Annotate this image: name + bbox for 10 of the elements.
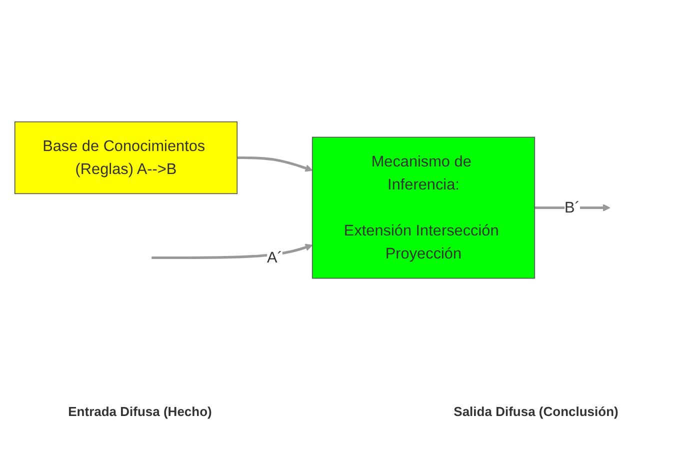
caption-text: Salida Difusa (Conclusión) bbox=[452, 404, 620, 419]
edge-label: B´ bbox=[564, 198, 580, 216]
caption-text: Entrada Difusa (Hecho) bbox=[67, 404, 213, 419]
arrow bbox=[237, 156, 313, 172]
arrow bbox=[534, 204, 610, 212]
node-box bbox=[312, 136, 536, 279]
edge-label: A´ bbox=[267, 248, 282, 266]
arrow bbox=[152, 244, 313, 259]
node-box bbox=[14, 121, 238, 194]
flowchart-drawing: A´ B´ Base de Conocimientos (Reglas) A-->B Mecanismo de Inferencia: Extensión Intersección Proyección bbox=[8, 114, 668, 286]
